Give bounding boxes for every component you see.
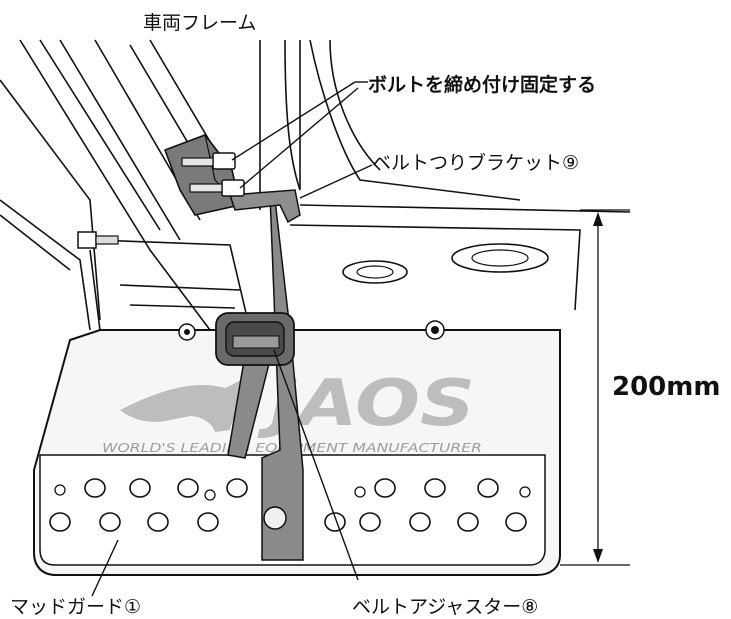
mudguard-bolt-icon	[184, 329, 190, 335]
belt-adjuster	[215, 312, 295, 366]
label-dimension: 200mm	[612, 372, 721, 402]
belt-bracket	[163, 134, 301, 224]
frame-bolt-icon	[77, 231, 119, 249]
dimension-line	[560, 209, 630, 566]
vent-holes	[49, 478, 527, 532]
leader-lines	[91, 81, 373, 597]
label-bolt-fix: ボルトを締め付け固定する	[368, 74, 597, 96]
mudguard-bolt-icon	[431, 326, 439, 334]
frame-hole-oval-inner	[356, 265, 394, 279]
label-vehicle-frame: 車両フレーム	[143, 12, 257, 34]
label-belt-bracket: ベルトつりブラケット⑨	[372, 152, 580, 174]
label-belt-adjuster: ベルトアジャスター⑧	[352, 596, 539, 618]
frame-hole-oval-2-inner	[471, 249, 529, 267]
label-mud-guard: マッドガード①	[10, 596, 142, 618]
kangaroo-icon	[120, 376, 262, 432]
screw-icons	[54, 484, 531, 501]
bracket-bolt-icons	[181, 152, 245, 197]
belt-rivet-icon	[263, 506, 287, 530]
